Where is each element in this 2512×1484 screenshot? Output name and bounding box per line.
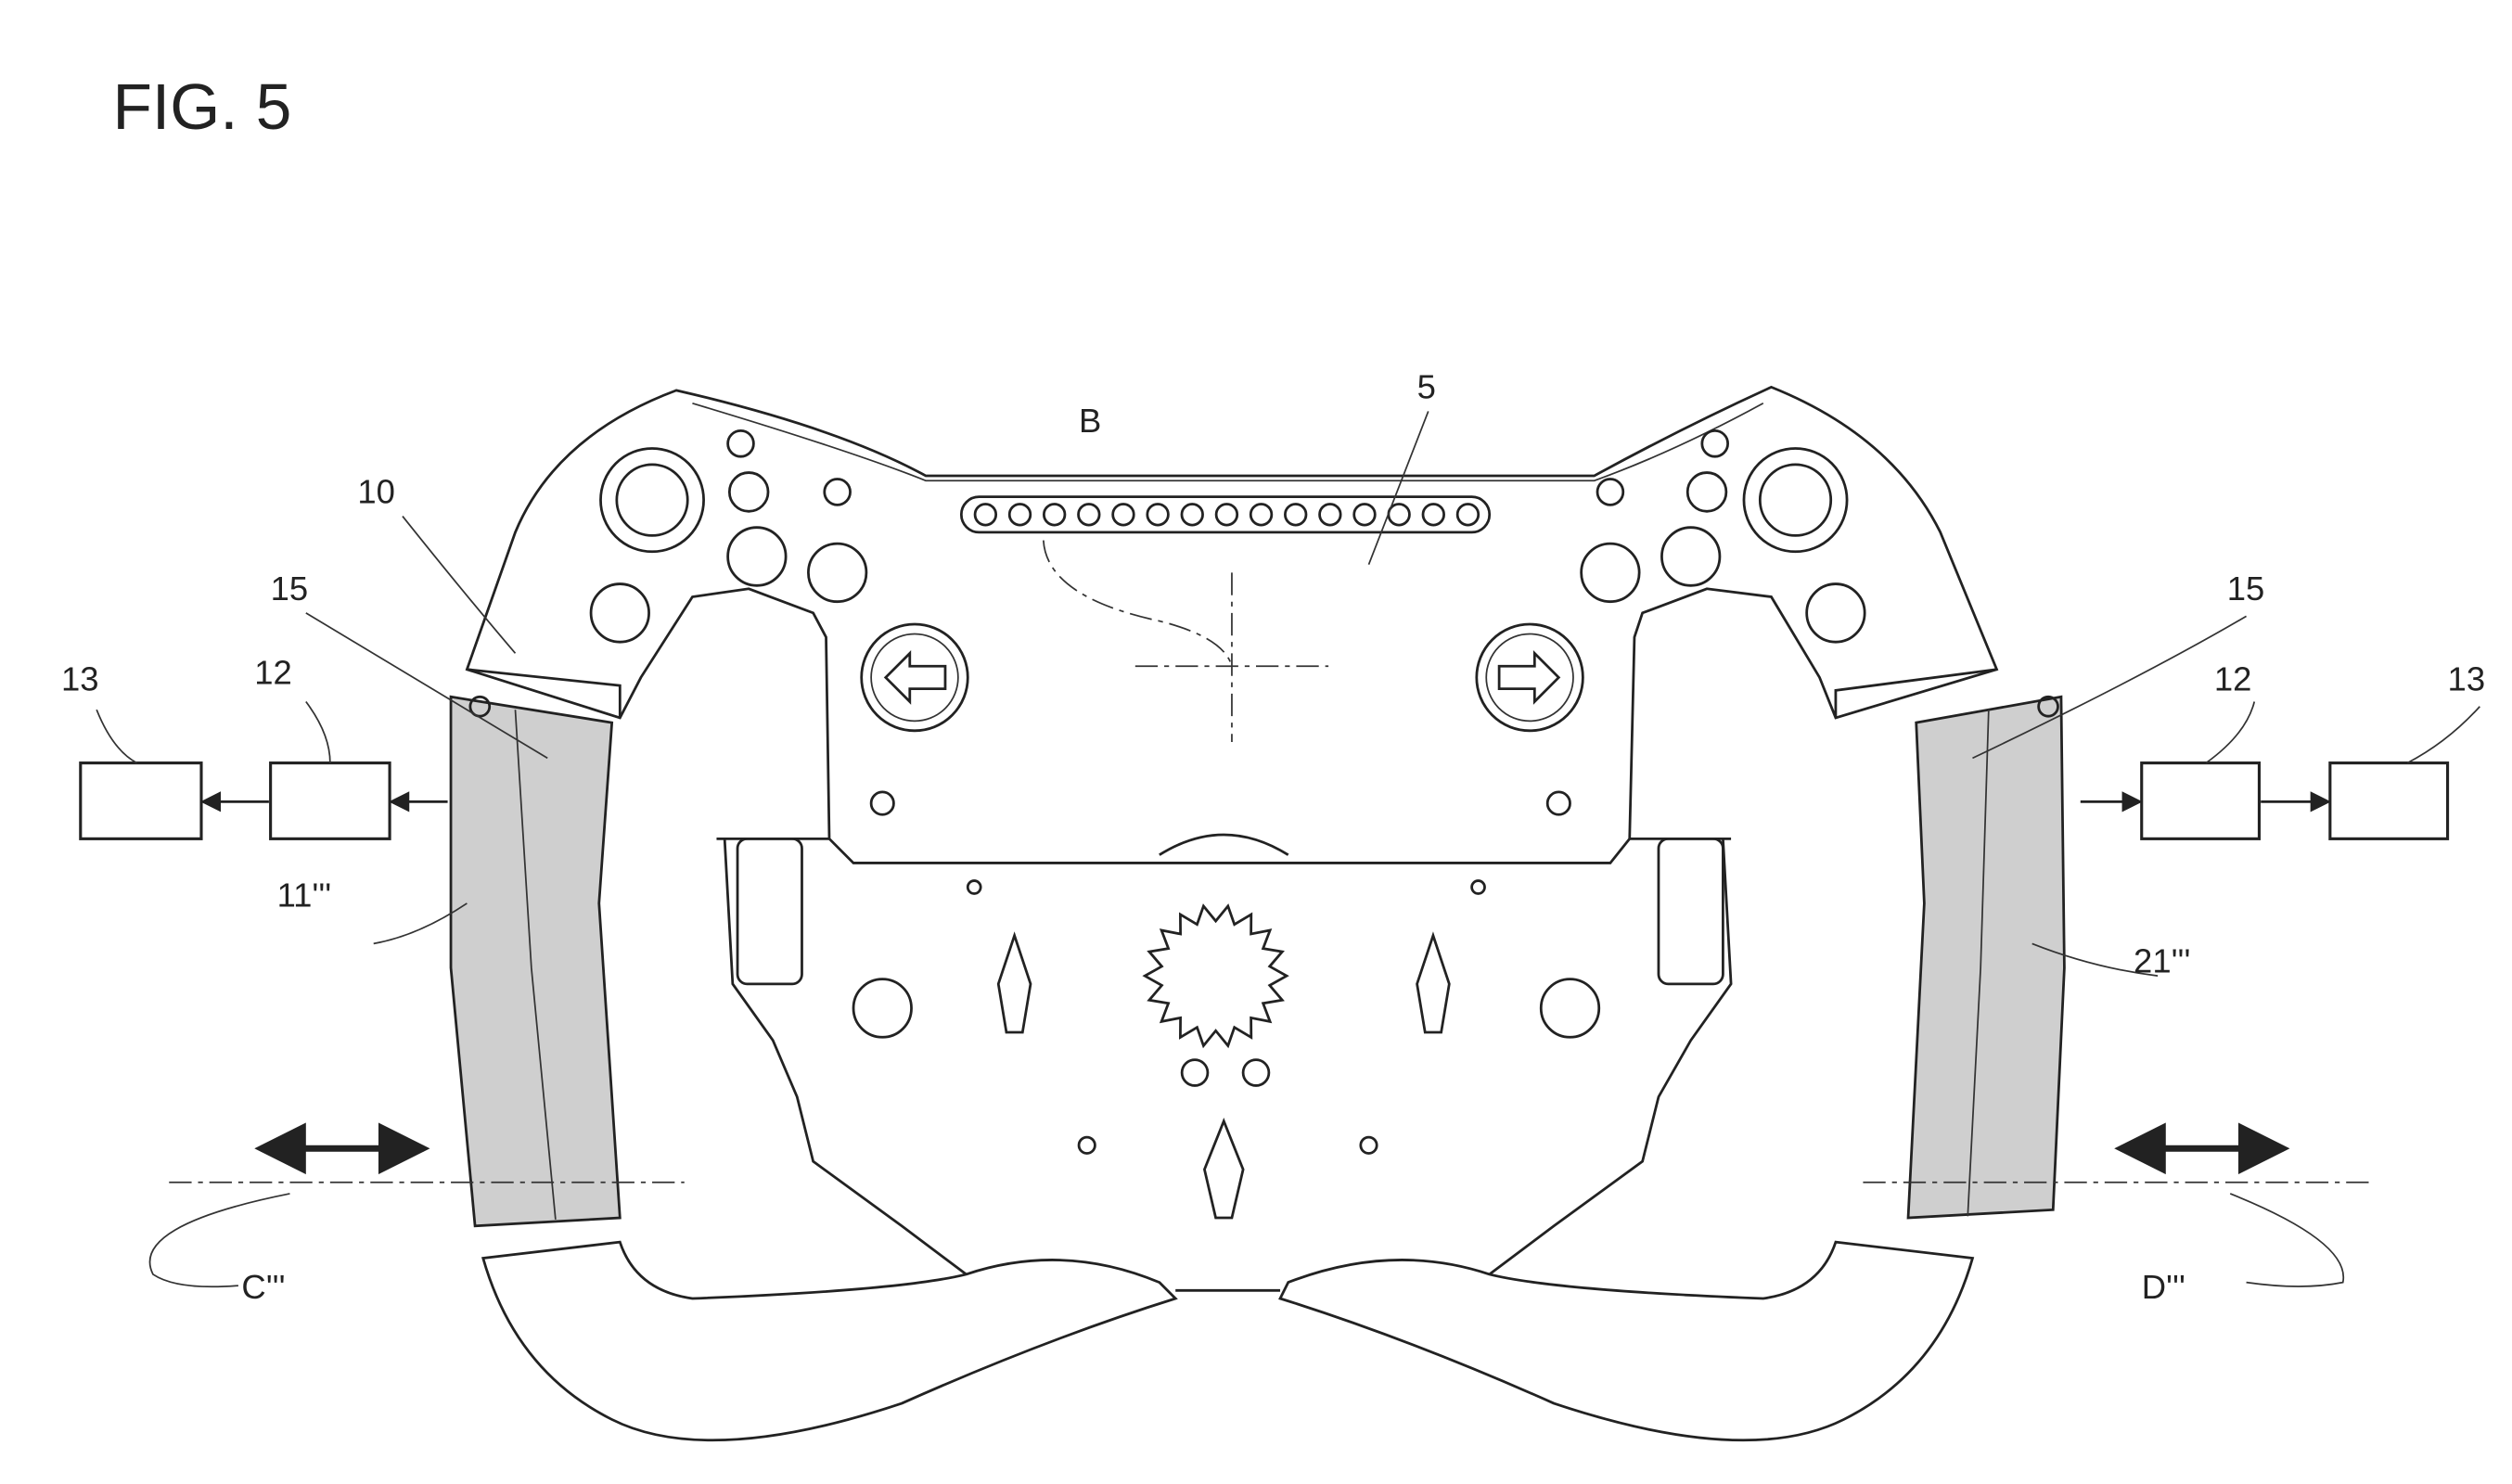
led-light [1318, 503, 1342, 527]
right-handle [1278, 1240, 1975, 1442]
left-box-13 [79, 761, 203, 840]
led-light [1077, 503, 1101, 527]
led-light [1146, 503, 1170, 527]
led-bar [959, 495, 1492, 534]
leader-15-right [1972, 615, 2248, 760]
led-light [973, 503, 998, 527]
axis-b-leader [1042, 540, 1233, 667]
led-light [1007, 503, 1032, 527]
label-right-13: 13 [2448, 659, 2486, 697]
label-axis-c: C''' [241, 1268, 285, 1306]
label-left-15: 15 [271, 569, 309, 608]
left-grip-11 [449, 695, 622, 1228]
right-grip-21 [1906, 695, 2066, 1220]
lower-hub [716, 837, 1733, 1276]
led-light [1042, 503, 1067, 527]
right-control-cluster [1580, 429, 1997, 718]
led-light [1249, 503, 1274, 527]
led-light [1111, 503, 1135, 527]
leader-15-left [305, 612, 548, 760]
figure-title: FIG. 5 [113, 70, 292, 143]
left-box-12 [269, 761, 391, 840]
label-left-grip: 11''' [277, 876, 332, 914]
top-edge [692, 402, 1764, 482]
rotary-knob-right [1416, 931, 1451, 1034]
center-crosshair [1134, 572, 1329, 742]
leader-11 [373, 902, 468, 945]
label-wheel-5: 5 [1417, 368, 1436, 406]
label-10: 10 [357, 473, 395, 511]
label-left-13: 13 [61, 659, 99, 697]
left-rocker [736, 837, 803, 986]
label-right-15: 15 [2227, 569, 2265, 608]
leader-d [2229, 1193, 2345, 1287]
label-left-12: 12 [254, 653, 292, 691]
left-arrow-button [860, 622, 969, 733]
led-light [1284, 503, 1308, 527]
leader-5 [1367, 411, 1429, 566]
label-right-12: 12 [2214, 659, 2252, 697]
right-box-13 [2328, 761, 2450, 840]
led-light [1352, 503, 1377, 527]
led-light [1214, 503, 1239, 527]
right-box-12 [2140, 761, 2262, 840]
led-light [1421, 503, 1445, 527]
leader-c [148, 1193, 290, 1288]
led-light [1180, 503, 1204, 527]
rotary-knob-center [1202, 1117, 1245, 1220]
right-arrow-button [1475, 622, 1584, 733]
left-control-cluster [467, 429, 868, 718]
label-right-grip: 21''' [2134, 942, 2190, 980]
led-light [1455, 503, 1480, 527]
leader-21 [2031, 942, 2159, 978]
left-handle [481, 1240, 1178, 1442]
right-rocker [1657, 837, 1724, 986]
center-bump [1159, 833, 1289, 856]
wheel-body-outline [465, 385, 1999, 864]
leader-10 [402, 515, 517, 654]
label-axis-d: D''' [2142, 1268, 2185, 1306]
steering-spline [1142, 903, 1289, 1087]
rotary-knob-left [996, 931, 1032, 1034]
label-axis-b: B [1079, 402, 1101, 440]
